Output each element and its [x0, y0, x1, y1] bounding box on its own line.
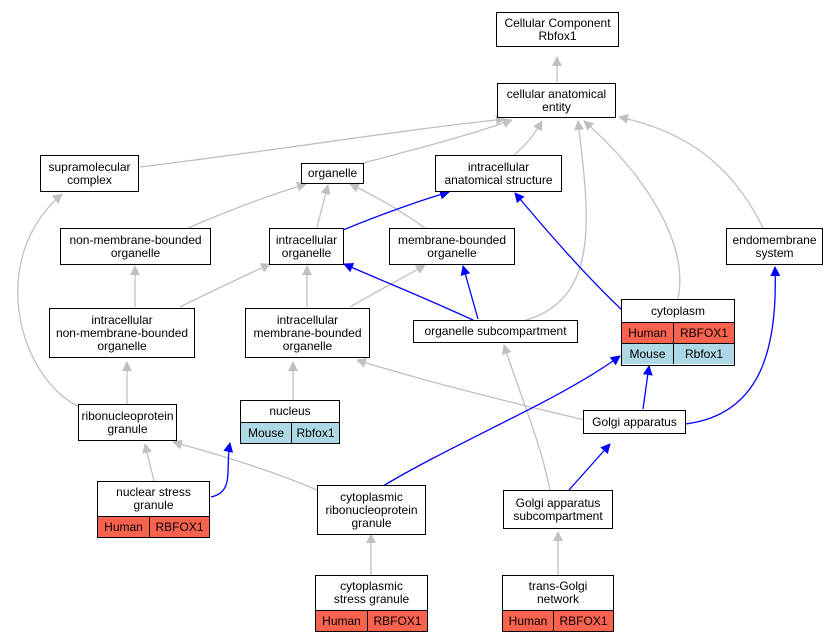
edge-blue-gas-to-golgi — [568, 443, 611, 491]
node-label: endomembrane system — [732, 232, 817, 260]
node-nucleus[interactable]: nucleus Mouse Rbfox1 — [240, 400, 340, 444]
node-intracellular-membrane-bounded-organelle[interactable]: intracellular membrane-bounded organelle — [245, 308, 370, 358]
gene-cell: RBFOX1 — [673, 323, 734, 343]
edge-cytoplasm-to-cae — [583, 120, 681, 300]
node-label: cytoplasm — [650, 303, 706, 318]
node-label: Cellular Component Rbfox1 — [504, 15, 611, 43]
node-nuclear-stress-granule[interactable]: nuclear stress granule Human RBFOX1 — [97, 481, 210, 538]
gene-cell: RBFOX1 — [149, 517, 209, 537]
edge-inmbo-to-intracellular-organelle — [179, 263, 271, 308]
node-intracellular-organelle[interactable]: intracellular organelle — [269, 228, 344, 265]
annotation-row-human: Human RBFOX1 — [316, 610, 427, 631]
annotation-row-mouse: Mouse Rbfox1 — [241, 422, 339, 443]
edge-organelle-to-cae — [362, 118, 513, 164]
species-cell: Mouse — [622, 344, 673, 364]
edge-mbo-to-organelle — [349, 183, 426, 229]
gene-cell: RBFOX1 — [367, 611, 427, 631]
edge-rnp-granule-to-supramolecular — [17, 193, 81, 408]
edge-gas-to-orgsub — [501, 344, 551, 491]
gene-cell: Rbfox1 — [673, 344, 734, 364]
edge-blue-intracellular-organelle-to-ias — [342, 189, 450, 231]
node-intracellular-non-membrane-bounded-organelle[interactable]: intracellular non-membrane-bounded organ… — [49, 308, 195, 358]
edge-blue-cytoplasm-to-ias — [514, 192, 623, 311]
node-label: Golgi apparatus — [592, 414, 677, 429]
edge-supramolecular-to-cae — [139, 114, 506, 168]
node-label: Golgi apparatus subcompartment — [513, 495, 603, 523]
node-non-membrane-bounded-organelle[interactable]: non-membrane-bounded organelle — [60, 228, 211, 265]
node-label: non-membrane-bounded organelle — [69, 232, 202, 260]
node-golgi-apparatus-subcompartment[interactable]: Golgi apparatus subcompartment — [503, 490, 613, 529]
annotation-row-human: Human RBFOX1 — [503, 610, 613, 631]
edge-blue-crnpg-to-cytoplasm — [382, 355, 621, 487]
node-cytoplasmic-stress-granule[interactable]: cytoplasmic stress granule Human RBFOX1 — [315, 575, 428, 632]
edge-imbo-to-mbo — [349, 264, 426, 308]
node-cytoplasmic-ribonucleoprotein-granule[interactable]: cytoplasmic ribonucleoprotein granule — [317, 485, 426, 535]
edge-intracellular-organelle-to-organelle — [316, 184, 331, 228]
edge-blue-orgsub-to-intracellular-organelle — [343, 263, 476, 322]
gene-cell: Rbfox1 — [291, 423, 339, 443]
edge-nsg-to-rnp-granule — [142, 443, 155, 482]
species-cell: Mouse — [241, 423, 291, 443]
edge-ias-to-cae — [513, 120, 543, 156]
node-label: nucleus — [269, 404, 311, 418]
node-label: trans-Golgi network — [528, 579, 588, 606]
node-supramolecular-complex[interactable]: supramolecular complex — [40, 155, 139, 192]
edge-nmbo-to-organelle — [187, 181, 307, 229]
species-cell: Human — [503, 611, 553, 631]
gene-cell: RBFOX1 — [553, 611, 613, 631]
species-cell: Human — [316, 611, 367, 631]
node-endomembrane-system[interactable]: endomembrane system — [726, 228, 823, 265]
annotation-row-human: Human RBFOX1 — [622, 322, 734, 343]
node-label: cellular anatomical entity — [506, 86, 607, 114]
node-label: intracellular membrane-bounded organelle — [253, 312, 362, 353]
node-trans-golgi-network[interactable]: trans-Golgi network Human RBFOX1 — [502, 575, 614, 632]
node-label: ribonucleoprotein granule — [81, 408, 174, 436]
node-label: membrane-bounded organelle — [397, 232, 507, 260]
node-label: cytoplasmic stress granule — [333, 579, 410, 606]
node-label: organelle — [307, 166, 358, 180]
node-label: organelle subcompartment — [424, 324, 567, 338]
edge-blue-golgi-to-cytoplasm — [642, 365, 653, 410]
node-membrane-bounded-organelle[interactable]: membrane-bounded organelle — [389, 228, 515, 265]
edge-blue-orgsub-to-mbo — [460, 265, 479, 320]
edge-golgi-to-imbo — [356, 357, 586, 421]
node-organelle[interactable]: organelle — [301, 163, 364, 184]
node-cellular-component-root[interactable]: Cellular Component Rbfox1 — [496, 12, 619, 47]
node-label: nuclear stress granule — [116, 485, 191, 512]
node-label: intracellular organelle — [275, 232, 338, 260]
node-golgi-apparatus[interactable]: Golgi apparatus — [583, 410, 686, 434]
node-label: intracellular non-membrane-bounded organ… — [55, 312, 189, 353]
edge-blue-nsg-to-nucleus — [210, 442, 234, 498]
annotation-row-mouse: Mouse Rbfox1 — [622, 343, 734, 364]
node-label: intracellular anatomical structure — [444, 159, 553, 187]
node-organelle-subcompartment[interactable]: organelle subcompartment — [413, 320, 578, 343]
node-label: cytoplasmic ribonucleoprotein granule — [325, 489, 418, 530]
node-cytoplasm[interactable]: cytoplasm Human RBFOX1 Mouse Rbfox1 — [621, 299, 735, 366]
species-cell: Human — [622, 323, 673, 343]
species-cell: Human — [98, 517, 149, 537]
node-cellular-anatomical-entity[interactable]: cellular anatomical entity — [497, 83, 616, 118]
edge-orgsub-to-cae — [522, 120, 587, 322]
node-intracellular-anatomical-structure[interactable]: intracellular anatomical structure — [435, 155, 562, 192]
edge-crnpg-to-rnp-granule — [172, 439, 318, 491]
edge-blue-golgi-to-endomembrane — [684, 266, 781, 425]
annotation-row-human: Human RBFOX1 — [98, 516, 209, 537]
node-ribonucleoprotein-granule[interactable]: ribonucleoprotein granule — [78, 404, 177, 441]
node-label: supramolecular complex — [48, 159, 131, 187]
edge-endomembrane-to-cae — [618, 113, 764, 229]
